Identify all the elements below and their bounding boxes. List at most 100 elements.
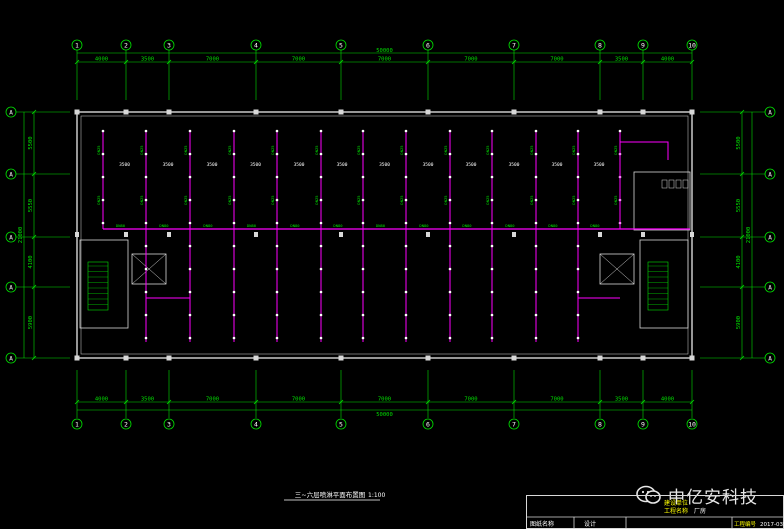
main-pipe-size-label: DN80 (590, 223, 600, 228)
sprinkler-head (534, 129, 538, 133)
dimension-tick-left (31, 355, 37, 361)
dimension-span-bottom: 7000 (206, 397, 219, 403)
sprinkler-head (275, 244, 279, 248)
sprinkler-head (275, 129, 279, 133)
axis-bubble-top (71, 39, 83, 51)
axis-label-top: 9 (641, 42, 645, 50)
title-block-design-label: 设计 (584, 520, 596, 528)
axis-bubble-right (764, 168, 776, 180)
dimension-tick-left (31, 284, 37, 290)
dimension-span-bottom: 7000 (464, 397, 477, 403)
dimension-tick-bottom (425, 399, 431, 405)
sprinkler-head (448, 152, 452, 156)
sprinkler-head (490, 221, 494, 225)
title-block-project-value: 厂房 (694, 507, 706, 515)
structural-column (689, 355, 695, 361)
branch-pipe-size-label: DN25 (529, 195, 534, 204)
sprinkler-head (144, 313, 148, 317)
sprinkler-head (576, 152, 580, 156)
axis-bubble-top (163, 39, 175, 51)
title-block: 建设单位 工程名称 厂房 图纸名称 设计 工程编号 2017-035 (526, 495, 784, 529)
sprinkler-head (404, 152, 408, 156)
interior-wall-line (80, 115, 689, 355)
branch-pipe-size-label: DN25 (96, 145, 101, 154)
sprinkler-head (448, 221, 452, 225)
branch-pipe-size-label: DN25 (399, 195, 404, 204)
sprinkler-head (490, 290, 494, 294)
structural-column (74, 355, 80, 361)
sprinkler-head (490, 244, 494, 248)
axis-label-right: A (768, 110, 772, 117)
axis-bubble-top (335, 39, 347, 51)
dimension-total-top: 50000 (376, 48, 393, 54)
branch-pipe-size-label: DN25 (356, 145, 361, 154)
sprinkler-head (232, 244, 236, 248)
sprinkler-head (319, 221, 323, 225)
dimension-tick-bottom (253, 399, 259, 405)
sprinkler-head (361, 267, 365, 271)
sprinkler-head (361, 129, 365, 133)
main-pipe-size-label: DN80 (376, 223, 386, 228)
axis-bubble-left (5, 168, 17, 180)
sprinkler-head (448, 267, 452, 271)
axis-label-top: 4 (254, 42, 258, 50)
sprinkler-head (448, 129, 452, 133)
sprinkler-head (361, 244, 365, 248)
spacing-label: 3500 (466, 162, 477, 168)
dimension-tick-right (739, 171, 745, 177)
branch-pipe-size-label: DN25 (399, 145, 404, 154)
sprinkler-head (618, 129, 622, 133)
axis-label-bottom: 9 (641, 421, 645, 429)
branch-pipe-size-label: DN25 (227, 195, 232, 204)
stair-well (87, 261, 109, 311)
dimension-span-right: 5550 (736, 199, 742, 212)
structural-column (598, 232, 602, 237)
sprinkler-head (361, 175, 365, 179)
branch-pipe-size-label: DN25 (183, 145, 188, 154)
spacing-label: 3500 (163, 162, 174, 168)
dimension-span-left: 5900 (28, 316, 34, 329)
dimension-span-top: 7000 (550, 57, 563, 63)
axis-label-right: A (768, 172, 772, 179)
sprinkler-head (144, 336, 148, 340)
structural-column (425, 355, 431, 361)
sprinkler-head (188, 152, 192, 156)
sprinkler-head (490, 175, 494, 179)
axis-label-bottom: 6 (426, 421, 430, 429)
main-pipe-size-label: DN80 (462, 223, 472, 228)
sprinkler-head (490, 313, 494, 317)
sprinkler-head (404, 244, 408, 248)
sprinkler-head (319, 336, 323, 340)
sprinkler-head (144, 175, 148, 179)
axis-label-bottom: 4 (254, 421, 258, 429)
stair-well (647, 261, 669, 311)
stair-core (79, 239, 129, 329)
toilet-fixture (668, 179, 675, 189)
axis-label-right: A (768, 356, 772, 363)
axis-bubble-top (686, 39, 698, 51)
drawing-scale: 1:100 (368, 492, 385, 499)
axis-bubble-bottom (163, 418, 175, 430)
sprinkler-head (319, 267, 323, 271)
elevator-cross (599, 253, 635, 285)
dimension-tick-bottom (597, 399, 603, 405)
dimension-span-top: 7000 (378, 57, 391, 63)
branch-pipe-size-label: DN25 (96, 195, 101, 204)
dimension-total-right: 21000 (746, 227, 752, 244)
building-walls-group (74, 109, 695, 361)
sprinkler-head (275, 267, 279, 271)
sprinkler-head (188, 221, 192, 225)
structural-column (597, 355, 603, 361)
sprinkler-head (448, 336, 452, 340)
sprinkler-head (275, 198, 279, 202)
structural-column (425, 109, 431, 115)
sprinkler-head (275, 152, 279, 156)
watermark: 中亿安科技 (636, 482, 758, 508)
dimension-total-left: 21000 (18, 227, 24, 244)
dimension-tick-bottom (689, 399, 695, 405)
toilet-fixture (675, 179, 682, 189)
sprinkler-head (319, 152, 323, 156)
axis-label-left: A (9, 172, 13, 179)
toilet-fixture (661, 179, 668, 189)
